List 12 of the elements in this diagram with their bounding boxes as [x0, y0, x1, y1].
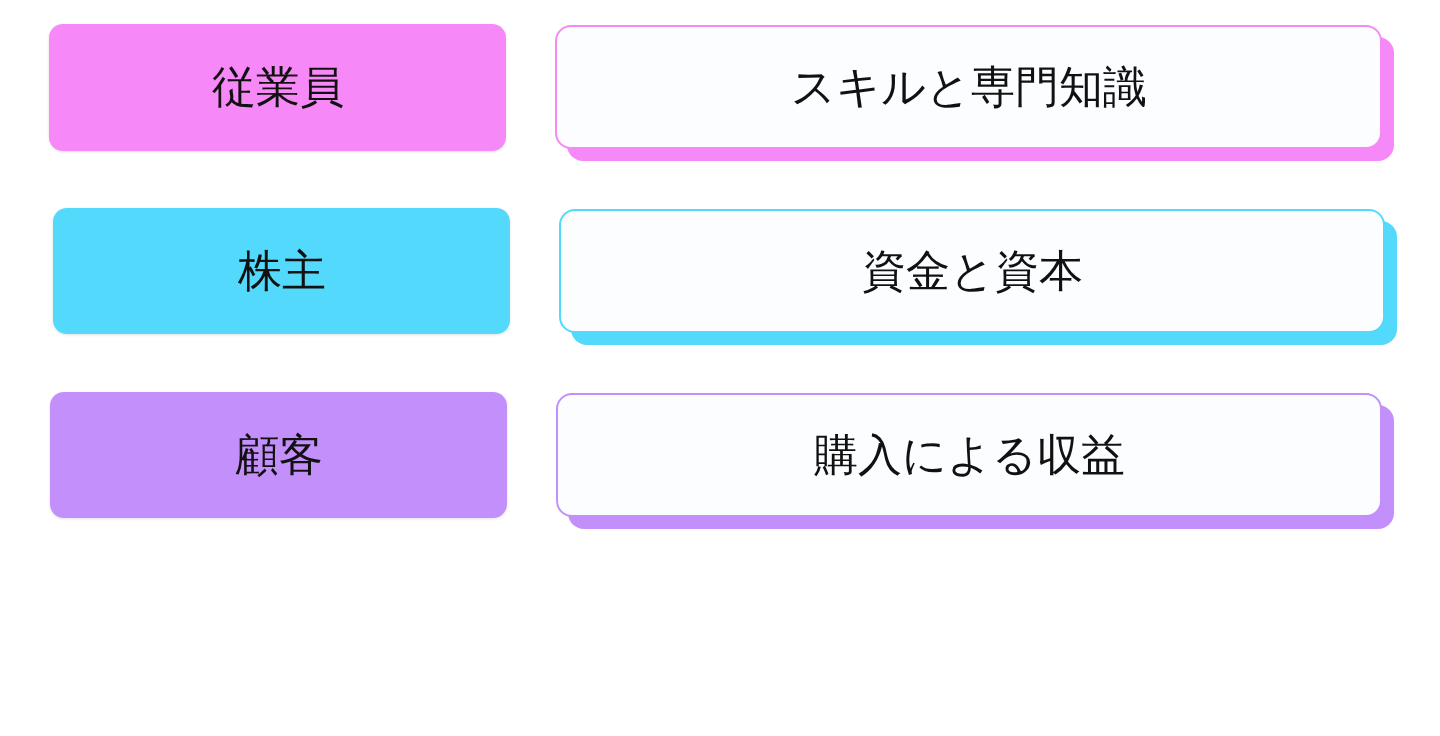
stakeholder-box: [50, 392, 507, 518]
stakeholder-box: [49, 24, 506, 151]
contribution-label: 購入による収益: [813, 429, 1125, 481]
stakeholder-label: 顧客: [234, 429, 323, 481]
stakeholder-box: [53, 208, 510, 334]
contribution-card: [559, 209, 1397, 345]
contribution-label: スキルと専門知識: [790, 61, 1147, 113]
contribution-label: 資金と資本: [861, 245, 1083, 297]
contribution-card: [556, 393, 1394, 529]
stakeholder-label: 株主: [237, 245, 326, 297]
contribution-card: [555, 25, 1394, 161]
stakeholder-label: 従業員: [211, 62, 344, 113]
